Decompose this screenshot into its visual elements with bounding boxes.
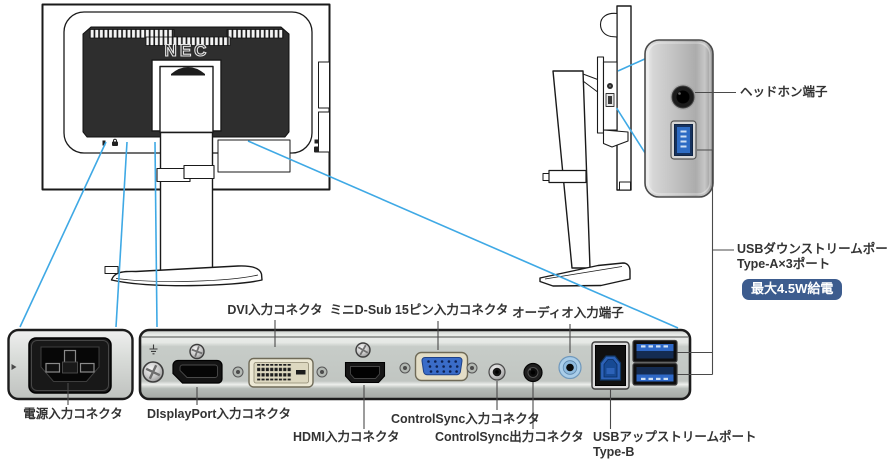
label-displayport: DIsplayPort入力コネクタ	[147, 407, 291, 421]
label-line: USBアップストリームポート	[593, 430, 757, 444]
label-dvi: DVI入力コネクタ	[227, 303, 323, 317]
usb-a-port-2	[632, 362, 678, 386]
screw-hole	[232, 366, 244, 378]
screw-hole	[466, 362, 478, 374]
label-hdmi: HDMI入力コネクタ	[293, 430, 400, 444]
screw-hole	[399, 362, 411, 374]
label-power: 電源入力コネクタ	[23, 407, 123, 421]
screw-hole	[316, 366, 328, 378]
headphone-jack-icon	[670, 84, 696, 110]
power-delivery-badge: 最大4.5W給電	[742, 279, 843, 300]
connector-panel-closeup	[138, 328, 692, 401]
stand-column	[159, 131, 214, 273]
screen-slab	[616, 5, 632, 191]
vent-strip	[145, 36, 231, 46]
ac-inlet-port	[28, 337, 112, 394]
audio-in-port	[558, 355, 582, 380]
label-leader-lines	[67, 91, 736, 429]
side-port-closeup-panel	[644, 39, 714, 198]
stand-arm	[552, 70, 591, 269]
vent-strip	[226, 29, 284, 39]
screw	[355, 342, 371, 358]
monitor-rear-view	[41, 3, 331, 287]
stand-bracket	[159, 65, 214, 134]
security-lock-icon	[112, 138, 118, 146]
dvi-port	[248, 357, 314, 388]
screw	[189, 343, 205, 360]
controlsync-in-port	[488, 363, 506, 381]
label-usb-downstream: USBダウンストリームポート Type-A×3ポート	[737, 242, 890, 272]
usb-a-side-port	[670, 120, 697, 160]
label-line: Type-A×3ポート	[737, 257, 831, 271]
displayport-port	[172, 359, 223, 384]
height-adjust-knob	[548, 169, 587, 184]
label-usb-upstream: USBアップストリームポート Type-B	[593, 430, 757, 460]
monitor-side-view	[539, 5, 632, 287]
controlsync-out-port	[523, 362, 543, 383]
power-panel-closeup	[7, 328, 134, 401]
label-audio-in: オーディオ入力端子	[512, 306, 624, 320]
stand-latch	[171, 67, 205, 76]
label-dsub15: ミニD-Sub 15ピン入力コネクタ	[329, 303, 509, 317]
brand-logo: NEC	[164, 41, 210, 60]
label-controlsync-out: ControlSync出力コネクタ	[435, 430, 584, 444]
ground-screw	[142, 361, 164, 383]
label-line: USBダウンストリームポート	[737, 242, 890, 256]
vent-strip	[89, 29, 175, 39]
vga-port	[414, 351, 469, 382]
usb-a-port-1	[632, 339, 678, 363]
usb-b-port	[591, 341, 630, 390]
cable-clip	[183, 164, 215, 180]
stand-base	[110, 265, 263, 287]
hdmi-port	[344, 361, 386, 384]
label-controlsync-in: ControlSync入力コネクタ	[391, 412, 540, 426]
label-line: Type-B	[593, 445, 635, 459]
zoom-leader-lines	[19, 57, 679, 329]
ground-symbol-icon	[149, 344, 158, 355]
label-headphone: ヘッドホン端子	[740, 85, 828, 99]
